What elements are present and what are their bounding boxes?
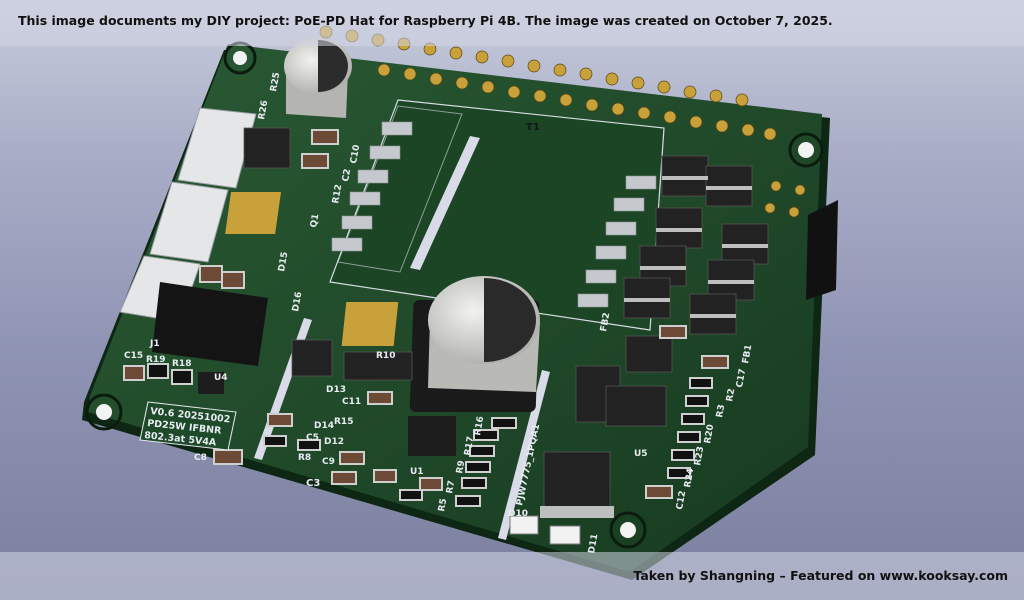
label-r10: R10 <box>376 351 395 361</box>
label-r8: R8 <box>298 453 311 463</box>
j1-header <box>152 282 268 366</box>
label-d12: D12 <box>324 437 344 447</box>
u4-ic <box>198 372 224 394</box>
label-r5: R5 <box>437 498 449 513</box>
label-d14: D14 <box>314 421 334 431</box>
label-t1: T1 <box>526 122 540 133</box>
transformer-pads <box>331 121 657 308</box>
label-c3: C3 <box>306 478 320 489</box>
label-c10: C10 <box>349 144 362 165</box>
u1-ic <box>408 416 456 456</box>
label-r20: R20 <box>703 424 716 445</box>
label-r2: R2 <box>725 388 737 403</box>
label-c9: C9 <box>322 457 335 467</box>
label-r25: R25 <box>269 72 282 93</box>
mosfets <box>243 127 769 509</box>
label-fb1: FB1 <box>741 344 754 365</box>
isolation-slot <box>498 370 550 540</box>
caption-text: This image documents my DIY project: PoE… <box>18 13 833 28</box>
label-r3: R3 <box>715 404 727 419</box>
label-u4: U4 <box>214 373 228 383</box>
label-r17: R17 <box>463 436 476 457</box>
label-r15: R15 <box>334 417 353 427</box>
isolation-slot <box>410 136 480 270</box>
label-d11: D11 <box>587 533 600 554</box>
label-d13: D13 <box>326 385 346 395</box>
resistors <box>147 363 713 507</box>
label-r26: R26 <box>257 100 270 121</box>
label-c8: C8 <box>194 453 207 463</box>
label-d15: D15 <box>277 251 290 272</box>
label-u1: U1 <box>410 467 424 477</box>
led-d11 <box>549 525 581 545</box>
label-fb2: FB2 <box>599 312 612 333</box>
label-j1: J1 <box>149 339 160 349</box>
credit-text: Taken by Shangning – Featured on www.koo… <box>633 568 1008 583</box>
led-d10 <box>509 515 539 535</box>
label-c12: C12 <box>675 490 688 511</box>
label-r23: R23 <box>693 446 706 467</box>
r10-chip <box>341 302 399 346</box>
q1-chip <box>225 192 282 234</box>
label-c11: C11 <box>342 397 361 407</box>
cap-large <box>409 276 540 412</box>
label-r18: R18 <box>172 359 191 369</box>
label-r24: R24 <box>683 468 696 489</box>
label-c2: C2 <box>341 168 353 182</box>
label-r7: R7 <box>445 480 457 495</box>
cap-small <box>284 38 352 118</box>
label-q1: Q1 <box>309 213 321 228</box>
label-r16: R16 <box>473 416 486 437</box>
label-c15: C15 <box>124 351 143 361</box>
label-r9: R9 <box>455 460 467 475</box>
label-u5: U5 <box>634 449 648 459</box>
version-box: V0.6 20251002 PD25W IFBNR 802.3at 5V4A <box>139 401 237 451</box>
side-connector <box>806 200 838 300</box>
label-c5: C5 <box>306 433 319 443</box>
credit-banner <box>0 552 1024 600</box>
label-d10: D10 <box>508 509 528 519</box>
label-d16: D16 <box>291 291 304 312</box>
label-r12: R12 <box>331 184 344 205</box>
passives <box>123 129 729 499</box>
mosfet-tabs <box>540 176 768 518</box>
caption-banner: This image documents my DIY project: PoE… <box>0 0 1024 46</box>
label-r19: R19 <box>146 355 165 365</box>
label-c17: C17 <box>735 368 748 389</box>
